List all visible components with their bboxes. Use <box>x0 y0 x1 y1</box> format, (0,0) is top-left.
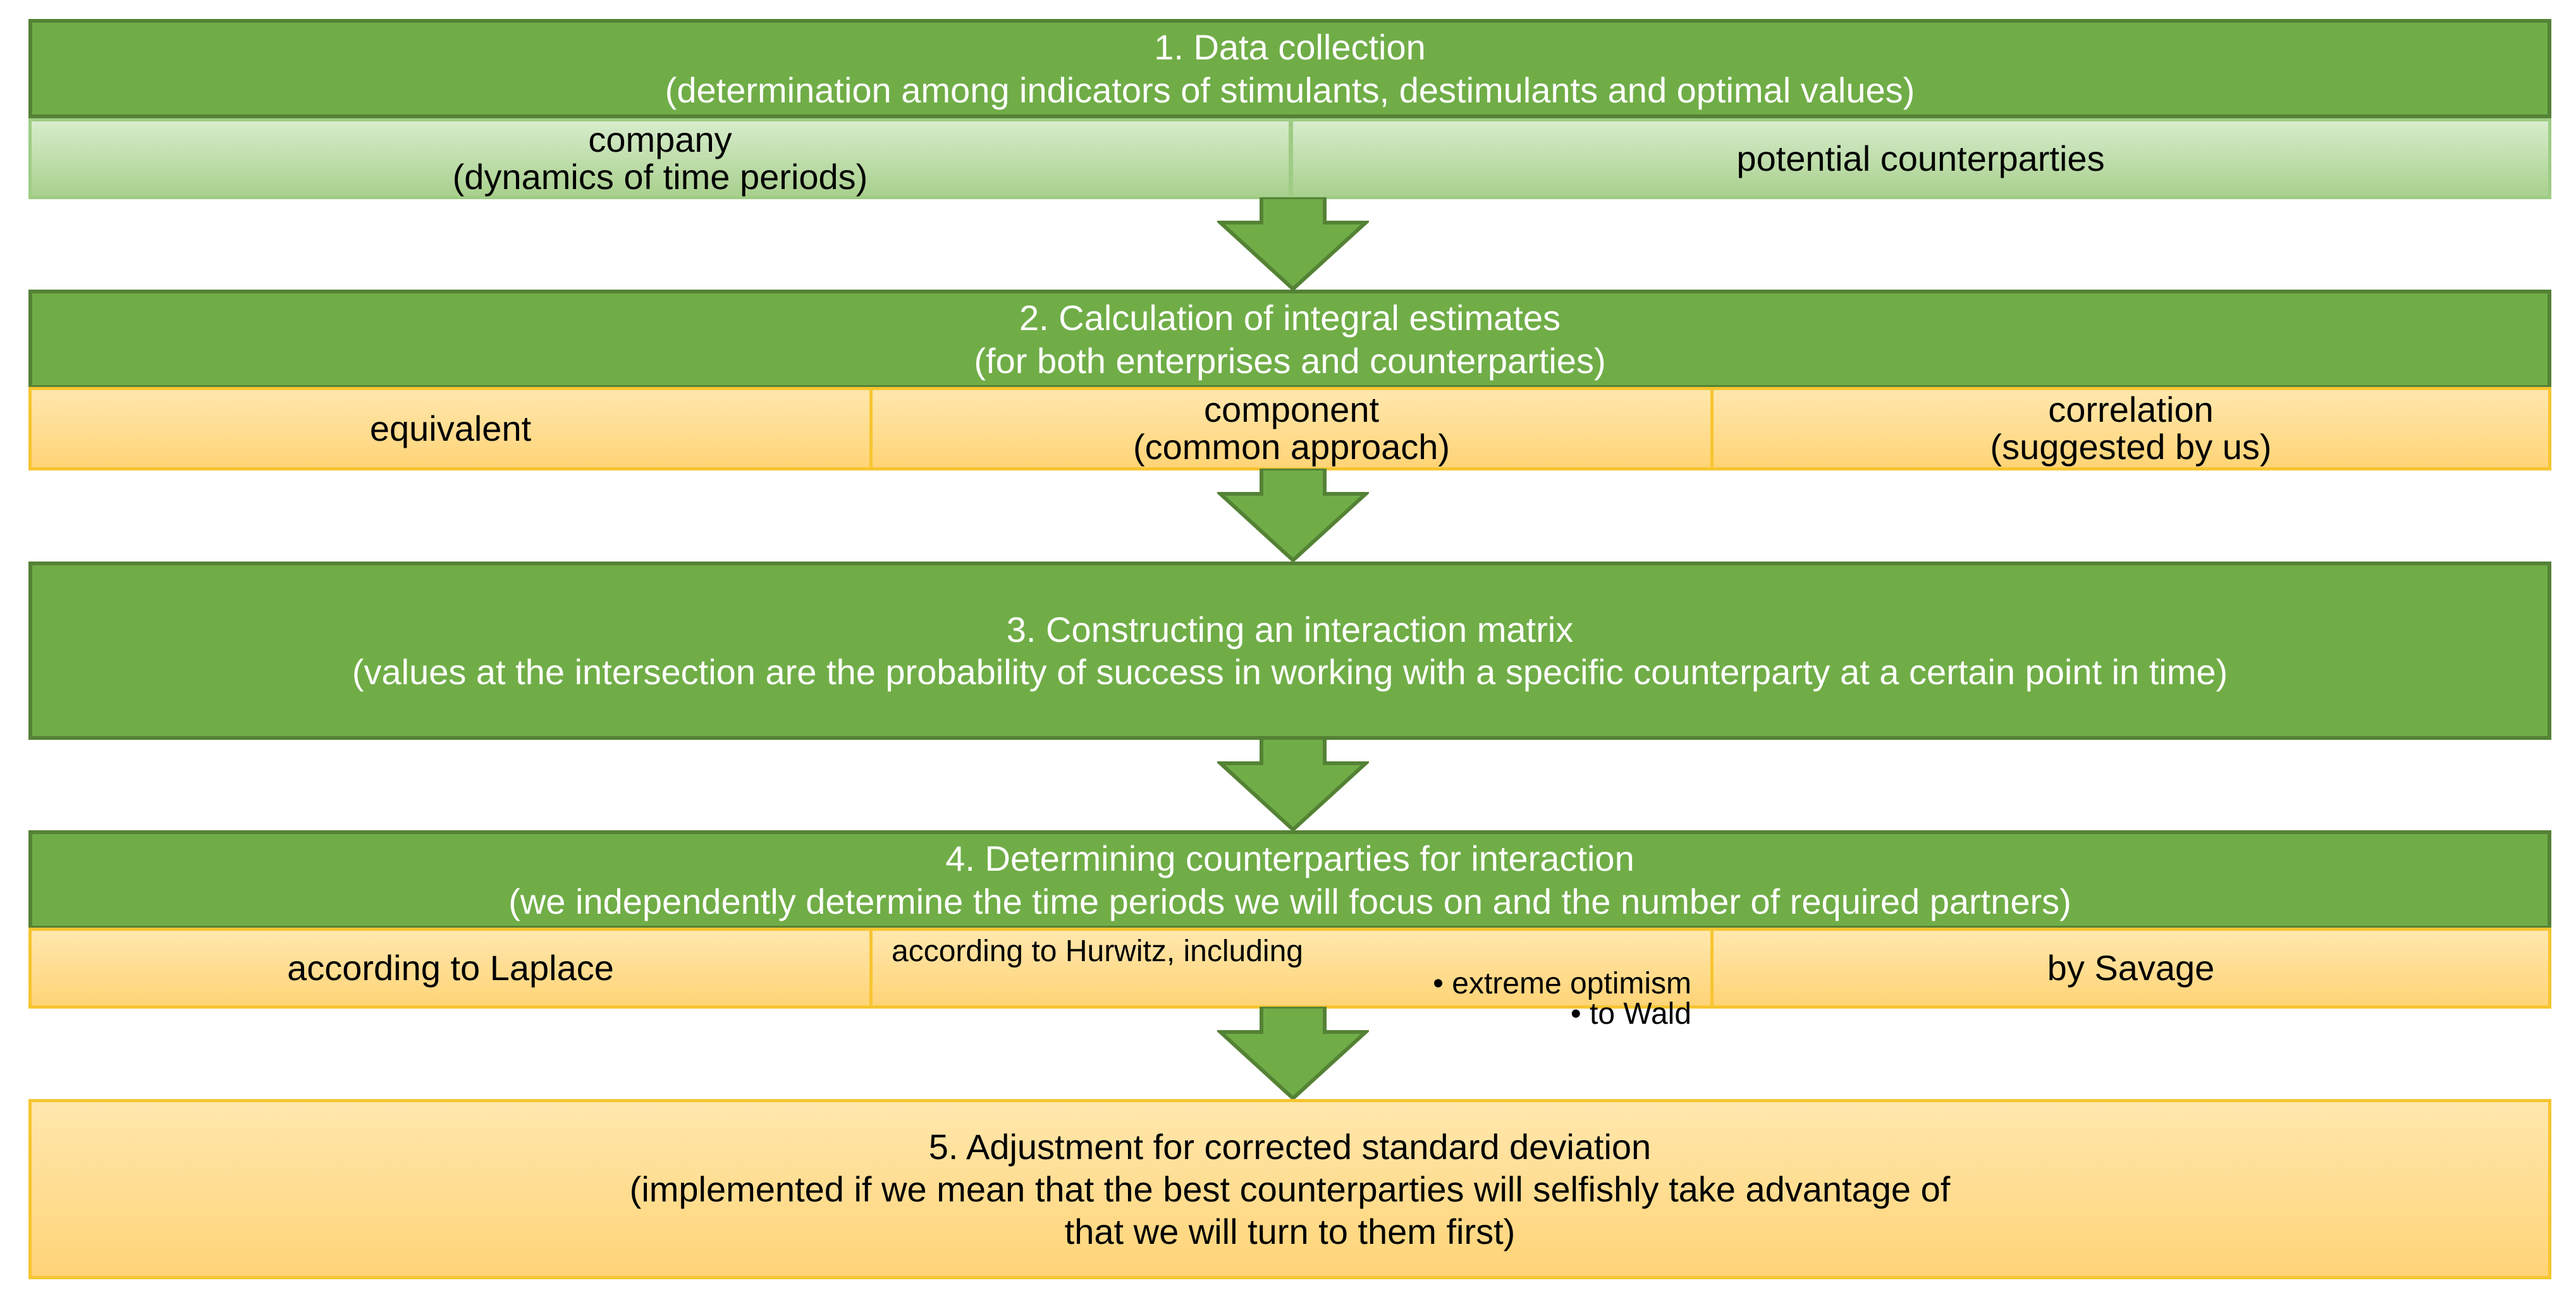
step4-cell-hurwitz-title: according to Hurwitz, including <box>892 935 1303 968</box>
step2-cell-equivalent: equivalent <box>28 387 873 470</box>
step2-cell-component-line2: (common approach) <box>1132 427 1451 467</box>
step2-cell-component: component (common approach) <box>869 387 1714 470</box>
step1-cell-counterparties: potential counterparties <box>1290 118 2551 199</box>
step4-subtitle: (we independently determine the time per… <box>508 881 2071 921</box>
step3-header: 3. Constructing an interaction matrix (v… <box>28 562 2551 740</box>
step4-header: 4. Determining counterparties for intera… <box>28 830 2551 930</box>
step3-title: 3. Constructing an interaction matrix <box>1006 609 1574 649</box>
step1-header: 1. Data collection (determination among … <box>28 19 2551 118</box>
step3-subtitle: (values at the intersection are the prob… <box>352 652 2228 692</box>
step2-cell-equivalent-label: equivalent <box>369 408 532 448</box>
down-arrow-1 <box>1217 197 1369 292</box>
step4-title: 4. Determining counterparties for intera… <box>945 838 1635 879</box>
step4-cell-laplace-label: according to Laplace <box>287 947 614 988</box>
down-arrow-3 <box>1217 738 1369 833</box>
step2-cell-correlation: correlation (suggested by us) <box>1710 387 2551 470</box>
step1-cell-company: company (dynamics of time periods) <box>28 118 1292 199</box>
step4-cell-laplace: according to Laplace <box>28 928 873 1009</box>
step5-line2: (implemented if we mean that the best co… <box>629 1169 1951 1209</box>
hurwitz-bullet-extreme-optimism: • extreme optimism <box>1433 967 1691 1000</box>
step5-box: 5. Adjustment for corrected standard dev… <box>28 1099 2551 1279</box>
step2-subtitle: (for both enterprises and counterparties… <box>974 340 1606 381</box>
step2-cell-component-line1: component <box>1203 390 1380 430</box>
step4-cell-savage-label: by Savage <box>2047 947 2215 988</box>
step1-subtitle: (determination among indicators of stimu… <box>665 70 1915 110</box>
step1-title: 1. Data collection <box>1154 27 1426 68</box>
step4-cell-hurwitz: according to Hurwitz, including • extrem… <box>869 928 1714 1029</box>
down-arrow-2 <box>1217 469 1369 563</box>
step5-title: 5. Adjustment for corrected standard dev… <box>928 1126 1652 1167</box>
hurwitz-bullet-wald: • to Wald <box>1570 997 1691 1031</box>
step4-cell-savage: by Savage <box>1710 928 2551 1009</box>
down-arrow-4 <box>1217 1007 1369 1102</box>
step1-cell-company-line1: company <box>588 120 732 160</box>
step2-cell-correlation-line1: correlation <box>2048 390 2214 430</box>
step1-cell-company-line2: (dynamics of time periods) <box>452 157 868 197</box>
step2-title: 2. Calculation of integral estimates <box>1019 298 1561 338</box>
step2-header: 2. Calculation of integral estimates (fo… <box>28 290 2551 389</box>
step1-cell-counterparties-line1: potential counterparties <box>1736 138 2105 178</box>
step2-cell-correlation-line2: (suggested by us) <box>1990 427 2272 467</box>
step4-cell-hurwitz-bullets: • extreme optimism • to Wald <box>1433 969 1691 1029</box>
step5-line3: that we will turn to them first) <box>1064 1212 1516 1252</box>
